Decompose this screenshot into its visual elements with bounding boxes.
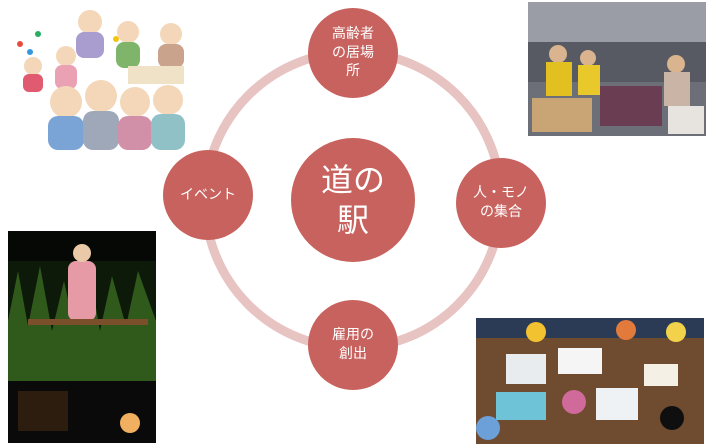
center-node-michi-no-eki: 道の 駅: [291, 138, 415, 262]
node-bottom-label: 雇用の 創出: [332, 327, 374, 362]
node-elderly-place: 高齢者 の居場 所: [308, 8, 398, 98]
node-event: イベント: [163, 150, 253, 240]
market-photo-image: [528, 2, 706, 136]
node-top-label: 高齢者 の居場 所: [332, 25, 374, 80]
node-people-goods-gathering: 人・モノ の集合: [456, 158, 546, 248]
elderly-illustration-image: [8, 4, 190, 150]
node-right-label: 人・モノ の集合: [473, 185, 529, 220]
workshop-photo-image: [476, 318, 704, 444]
node-job-creation: 雇用の 創出: [308, 300, 398, 390]
center-node-label: 道の 駅: [320, 161, 385, 239]
node-left-label: イベント: [180, 186, 236, 203]
night-festival-photo-image: [8, 231, 156, 443]
